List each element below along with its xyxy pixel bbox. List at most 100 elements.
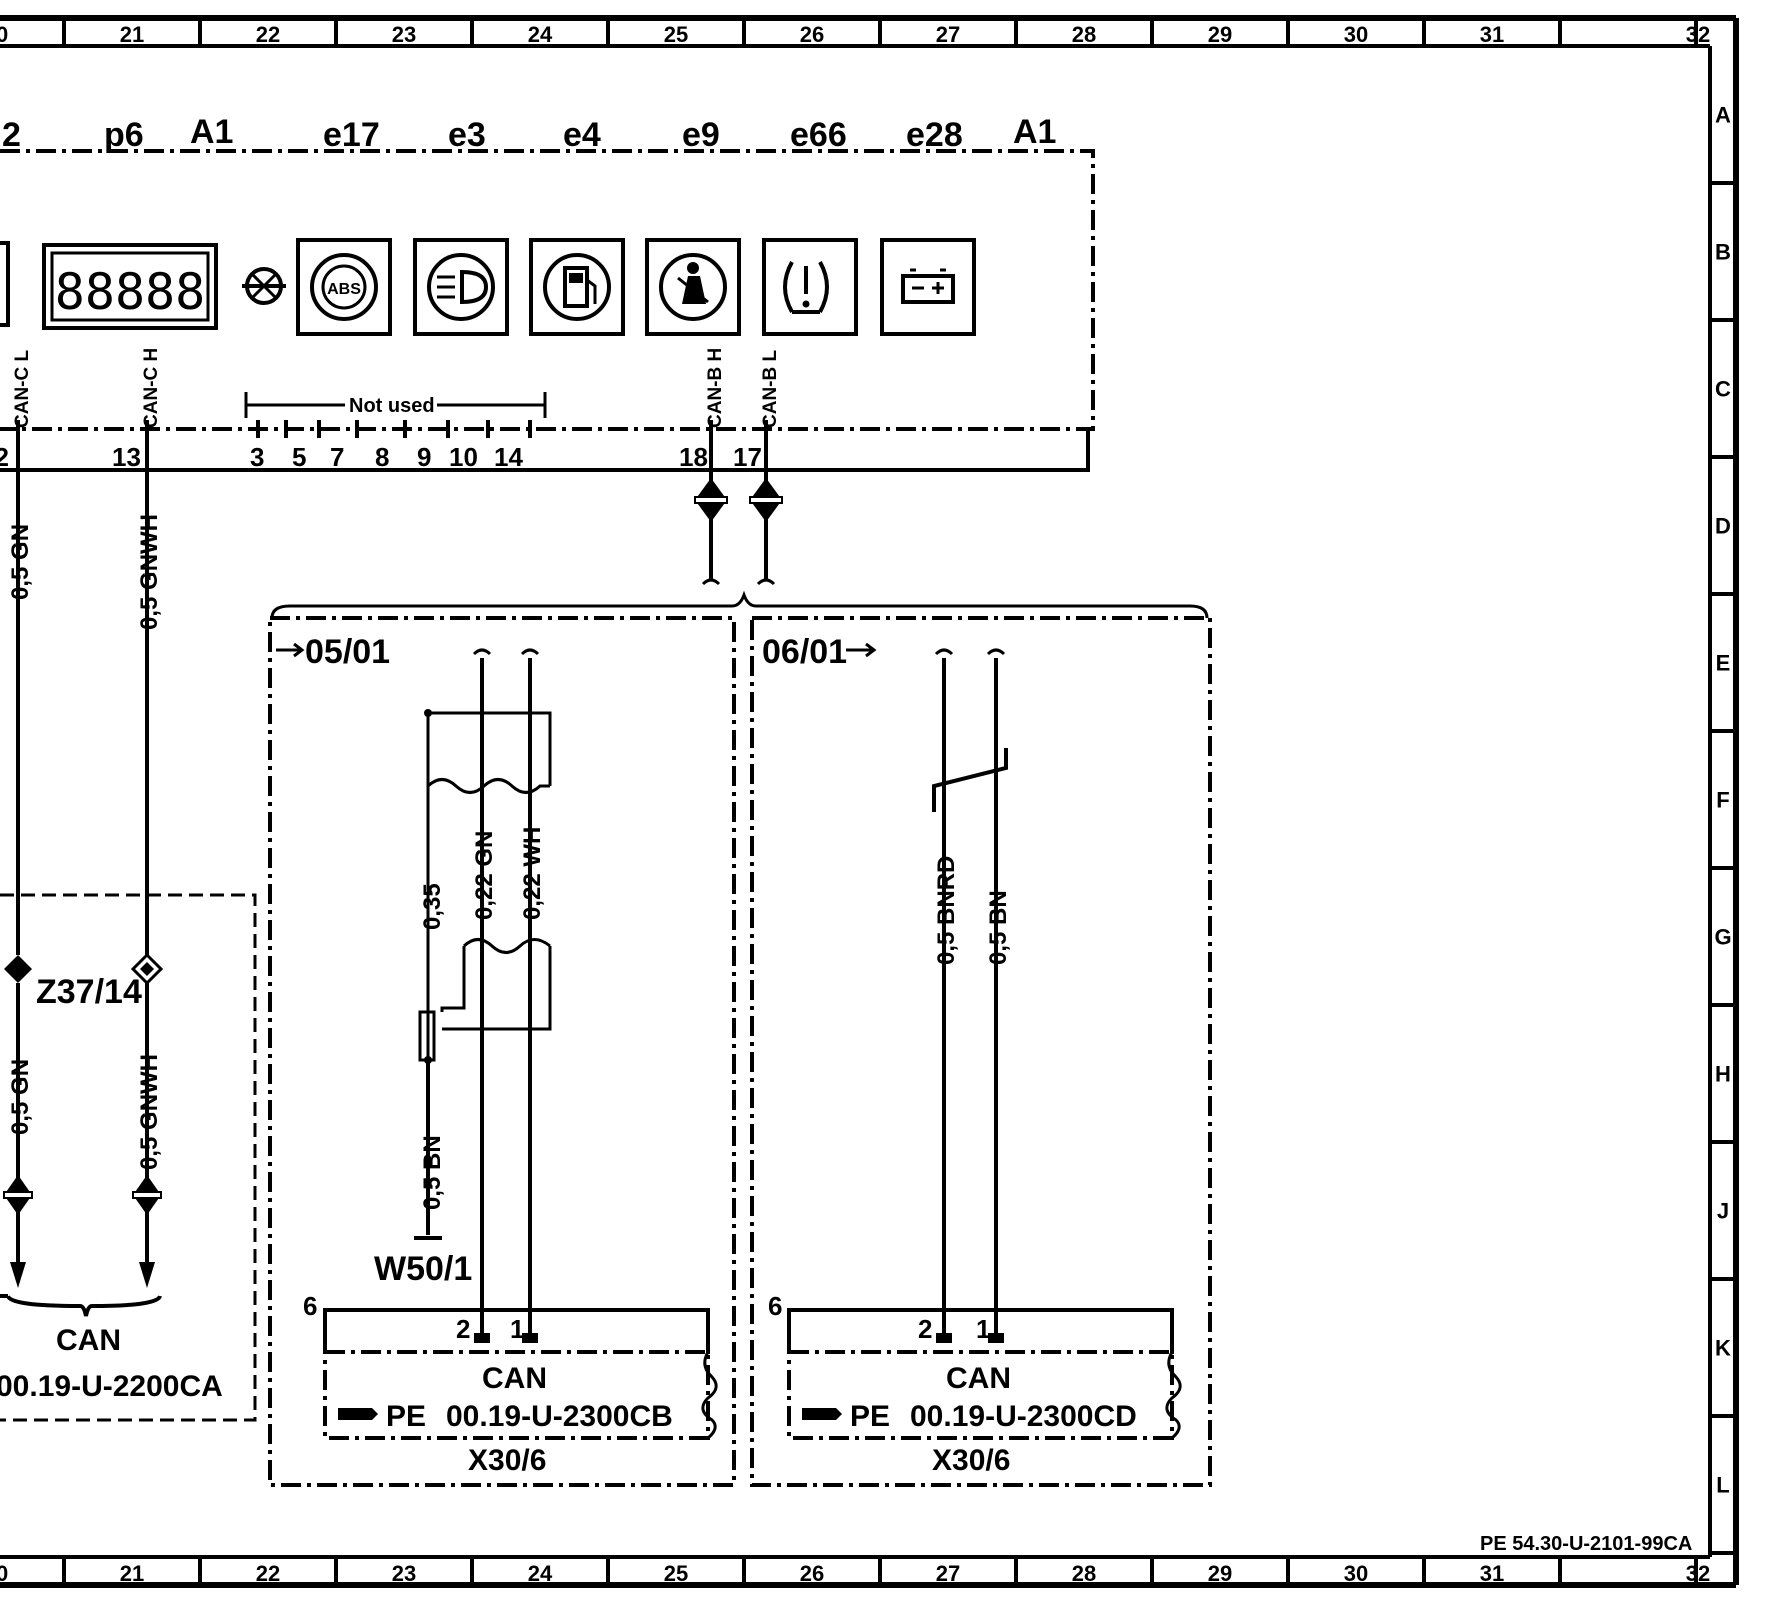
pin-number-17: 17 — [733, 442, 762, 472]
row-letter: D — [1715, 514, 1731, 539]
row-letter: L — [1716, 1473, 1729, 1498]
column-number: 32 — [1686, 22, 1710, 47]
cluster-ref-right: A1 — [1013, 113, 1056, 151]
column-number: 20 — [0, 22, 8, 47]
fuel-warning-icon — [529, 238, 625, 336]
column-number: 23 — [392, 22, 416, 47]
pin-label-can-c-high: CAN-C H — [141, 348, 162, 428]
connector-left-name: X30/6 — [468, 1444, 546, 1477]
lamp-label-e66: e66 — [790, 116, 847, 154]
pe-reference-icon — [338, 1408, 378, 1420]
seatbelt-warning-icon — [645, 238, 741, 336]
column-number: 25 — [664, 1561, 688, 1586]
abs-warning-icon: ABS — [296, 238, 392, 336]
section-right-label: 06/01 — [762, 633, 847, 671]
wire-label-left-gn-lower: 0,5 GN — [7, 1059, 34, 1135]
column-number: 21 — [120, 22, 144, 47]
column-number: 20 — [0, 1561, 8, 1586]
row-letter: F — [1716, 788, 1729, 813]
row-labels: A B C D E F G H J K L — [1714, 103, 1731, 1498]
column-number: 29 — [1208, 1561, 1232, 1586]
column-number: 26 — [800, 1561, 824, 1586]
column-number: 26 — [800, 22, 824, 47]
column-number: 22 — [256, 1561, 280, 1586]
connector-right-pin2: 2 — [918, 1314, 932, 1344]
pin-label-can-c-low: CAN-C L — [12, 350, 33, 428]
connector-left-bus: CAN — [482, 1362, 547, 1395]
column-number: 31 — [1480, 22, 1504, 47]
row-ticks — [1710, 181, 1736, 1555]
wire-label-left-gn: 0,5 GN — [7, 524, 34, 600]
lamp-label-e17: e17 — [323, 116, 380, 154]
pin-number-13: 13 — [112, 442, 141, 472]
wire-label-can-gn: 0,22 GN — [471, 831, 498, 920]
column-number: 23 — [392, 1561, 416, 1586]
wire-label-right-bn: 0,5 BN — [985, 890, 1012, 965]
row-letter: C — [1715, 377, 1731, 402]
row-letter: E — [1716, 651, 1731, 676]
row-letter: A — [1715, 103, 1731, 128]
column-number: 27 — [936, 1561, 960, 1586]
section-05-01: 05/01 0,35 0,22 GN 0,22 WH 0,5 BN W50/1 … — [268, 616, 736, 1487]
column-number: 21 — [120, 1561, 144, 1586]
connector-right-ref-prefix: PE — [850, 1400, 890, 1433]
left-can-ref: 00.19-U-2200CA — [0, 1370, 223, 1403]
column-number: 29 — [1208, 22, 1232, 47]
column-number: 30 — [1344, 1561, 1368, 1586]
pe-reference-icon — [802, 1408, 842, 1420]
column-ticks — [62, 18, 1698, 1585]
connector-left-pin-count: 6 — [303, 1291, 317, 1321]
pin-number-3: 3 — [250, 442, 264, 472]
connector-left-ref-prefix: PE — [386, 1400, 426, 1433]
column-number: 32 — [1686, 1561, 1710, 1586]
connector-left-ref: 00.19-U-2300CB — [446, 1400, 673, 1433]
row-letter: B — [1715, 240, 1731, 265]
row-letter: K — [1715, 1336, 1731, 1361]
connector-right-pin1: 1 — [976, 1314, 990, 1344]
lamp-label-p6: p6 — [104, 116, 144, 154]
row-letter: G — [1714, 925, 1731, 950]
pin-number-5: 5 — [292, 442, 306, 472]
pin-number-8: 8 — [375, 442, 389, 472]
column-number: 25 — [664, 22, 688, 47]
lamp-label-e9: e9 — [682, 116, 720, 154]
wire-label-can-wh: 0,22 WH — [519, 827, 546, 920]
pin-number-14: 14 — [494, 442, 523, 472]
battery-warning-icon — [880, 238, 976, 336]
bulb-icon — [242, 267, 286, 305]
column-number: 28 — [1072, 1561, 1096, 1586]
drawing-code: PE 54.30-U-2101-99CA — [1480, 1533, 1692, 1555]
section-06-01: 06/01 0,5 BNRD 0,5 BN 6 2 1 CAN PE 00.19… — [750, 616, 1212, 1487]
lamp-label-2: 2 — [2, 116, 21, 154]
column-number: 27 — [936, 22, 960, 47]
row-letter: J — [1717, 1199, 1729, 1224]
connector-right-bus: CAN — [946, 1362, 1011, 1395]
column-number: 24 — [528, 22, 553, 47]
pin-label-can-b-high: CAN-B H — [705, 348, 726, 428]
wire-label-ground: 0,5 BN — [419, 1135, 446, 1210]
pin-number-9: 9 — [417, 442, 431, 472]
section-left-label: 05/01 — [305, 633, 390, 671]
instrument-cluster: 2 p6 A1 e17 e3 e4 e9 e66 e28 A1 88888 — [0, 113, 1095, 472]
cluster-ref-left: A1 — [190, 113, 233, 151]
splice-label: Z37/14 — [36, 973, 142, 1011]
connector-right-pin-count: 6 — [768, 1291, 782, 1321]
can-b-wires — [270, 438, 1209, 619]
wire-label-left-gnwh-lower: 0,5 GNWH — [136, 1054, 163, 1170]
column-number: 28 — [1072, 22, 1096, 47]
tire-pressure-icon — [762, 238, 858, 336]
left-can-label: CAN — [56, 1324, 121, 1357]
wire-label-right-bnrd: 0,5 BNRD — [933, 856, 960, 965]
column-number: 24 — [528, 1561, 553, 1586]
lamp-label-e4: e4 — [563, 116, 601, 154]
row-letter: H — [1715, 1062, 1731, 1087]
ground-point-label: W50/1 — [374, 1250, 472, 1288]
left-connector-arrows — [3, 1175, 162, 1288]
not-used-label: Not used — [349, 395, 435, 417]
pin-number-10: 10 — [449, 442, 478, 472]
wire-label-shield: 0,35 — [419, 883, 446, 930]
connector-left-pin1: 1 — [510, 1314, 524, 1344]
